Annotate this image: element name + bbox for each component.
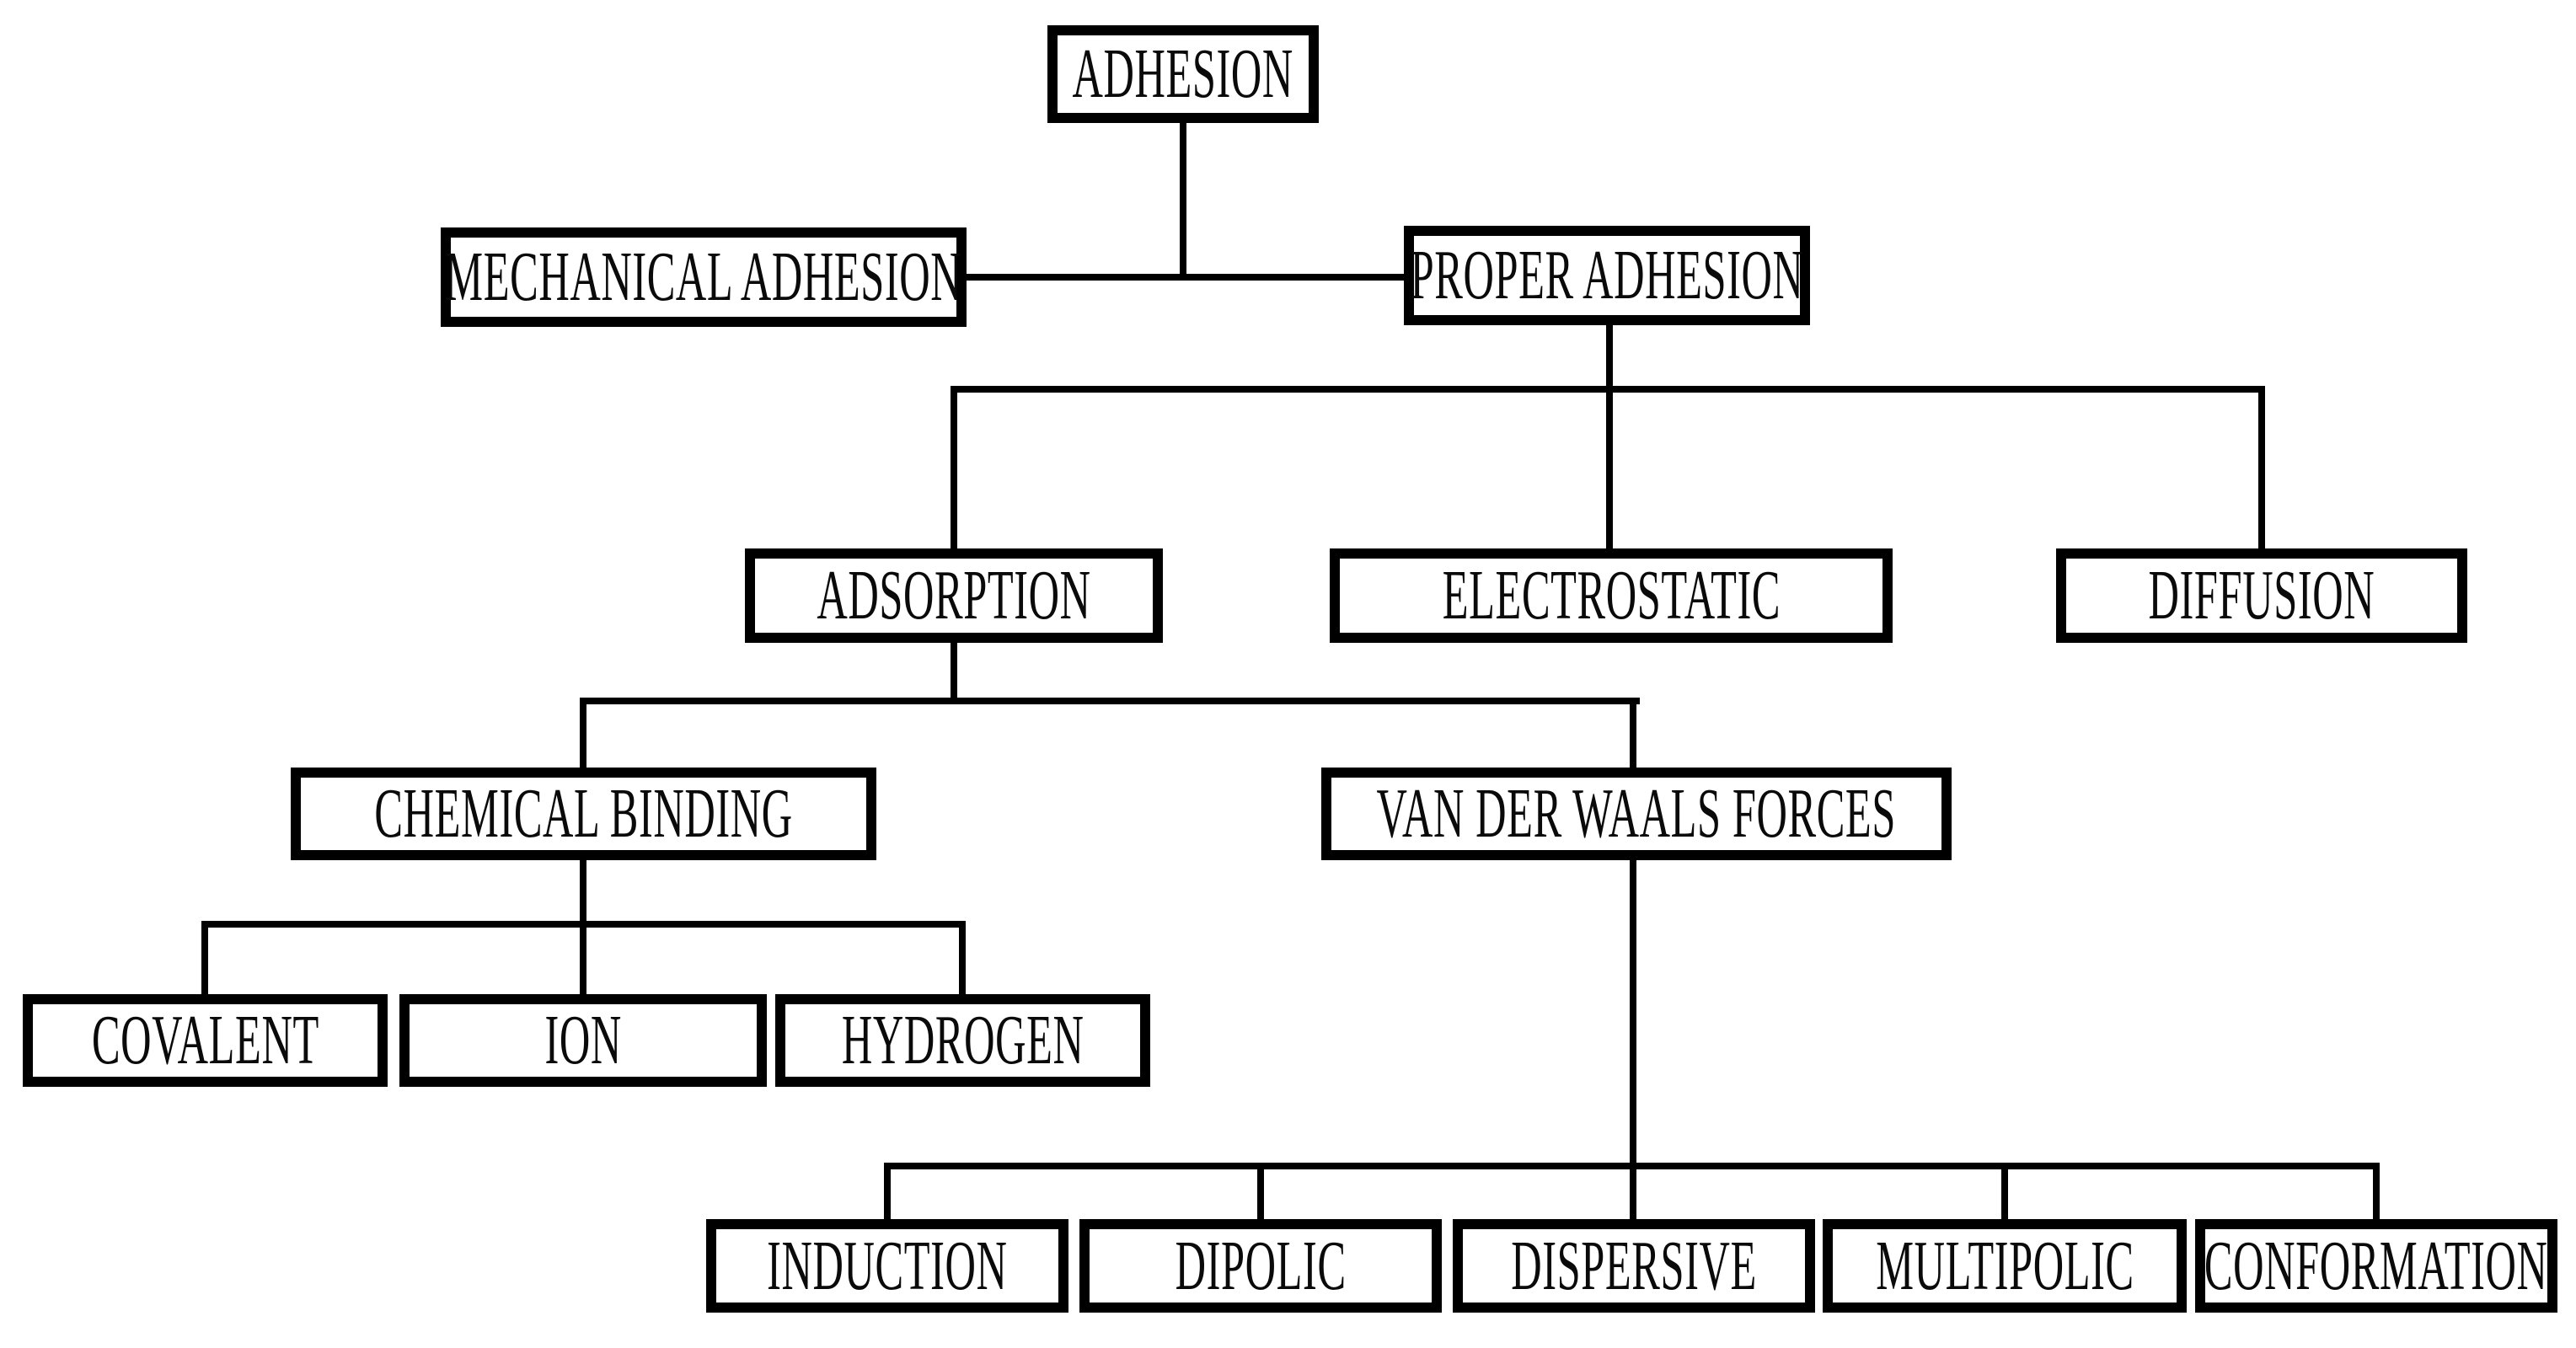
connector-drop-conformation — [2373, 1163, 2380, 1219]
node-electrostatic: ELECTROSTATIC — [1330, 548, 1893, 643]
node-hydrogen-label: HYDROGEN — [841, 1001, 1084, 1079]
node-ion: ION — [399, 994, 767, 1087]
connector-adsorption-children — [580, 698, 1640, 704]
connector-chemical-binding-children — [201, 921, 966, 928]
node-hydrogen: HYDROGEN — [775, 994, 1150, 1087]
node-dipolic: DIPOLIC — [1079, 1219, 1442, 1313]
connector-adsorption-down — [951, 643, 957, 704]
node-induction-label: INDUCTION — [767, 1226, 1008, 1305]
node-proper-adhesion-label: PROPER ADHESION — [1410, 236, 1804, 314]
node-dipolic-label: DIPOLIC — [1175, 1226, 1347, 1305]
connector-drop-covalent — [201, 921, 208, 994]
node-ion-label: ION — [544, 1001, 622, 1079]
connector-drop-adsorption — [951, 386, 957, 548]
node-conformation: CONFORMATION — [2195, 1219, 2557, 1313]
node-mechanical-adhesion: MECHANICAL ADHESION — [441, 227, 967, 327]
node-proper-adhesion: PROPER ADHESION — [1404, 226, 1810, 325]
node-adsorption: ADSORPTION — [745, 548, 1163, 643]
connector-proper-down — [1606, 325, 1613, 548]
connector-drop-chemical-binding — [580, 698, 586, 768]
node-covalent: COVALENT — [23, 994, 388, 1087]
node-conformation-label: CONFORMATION — [2204, 1226, 2548, 1305]
node-van-der-waals-forces: VAN DER WAALS FORCES — [1321, 768, 1952, 860]
node-adhesion-label: ADHESION — [1072, 35, 1294, 113]
node-multipolic-label: MULTIPOLIC — [1875, 1226, 2134, 1305]
node-induction: INDUCTION — [706, 1219, 1068, 1313]
connector-drop-multipolic — [2001, 1163, 2008, 1219]
connector-drop-induction — [884, 1163, 891, 1219]
node-dispersive-label: DISPERSIVE — [1511, 1226, 1757, 1305]
connector-adhesion-down — [1180, 123, 1186, 281]
connector-drop-van-der-waals — [1630, 698, 1636, 768]
connector-proper-children — [951, 386, 2265, 393]
connector-van-der-waals-down — [1630, 860, 1636, 1219]
connector-drop-diffusion — [2258, 386, 2265, 548]
node-multipolic: MULTIPOLIC — [1823, 1219, 2187, 1313]
connector-mechanical-proper — [967, 274, 1404, 281]
node-covalent-label: COVALENT — [91, 1001, 319, 1079]
node-van-der-waals-forces-label: VAN DER WAALS FORCES — [1376, 774, 1897, 853]
connector-drop-hydrogen — [959, 921, 966, 994]
node-adsorption-label: ADSORPTION — [817, 556, 1091, 634]
node-dispersive: DISPERSIVE — [1453, 1219, 1815, 1313]
connector-van-der-waals-children — [884, 1163, 2380, 1169]
connector-drop-dipolic — [1257, 1163, 1264, 1219]
node-diffusion-label: DIFFUSION — [2148, 556, 2375, 634]
node-mechanical-adhesion-label: MECHANICAL ADHESION — [445, 238, 962, 316]
node-chemical-binding-label: CHEMICAL BINDING — [374, 774, 793, 853]
node-diffusion: DIFFUSION — [2056, 548, 2467, 643]
node-chemical-binding: CHEMICAL BINDING — [291, 768, 876, 860]
node-electrostatic-label: ELECTROSTATIC — [1442, 556, 1781, 634]
node-adhesion: ADHESION — [1047, 25, 1319, 123]
